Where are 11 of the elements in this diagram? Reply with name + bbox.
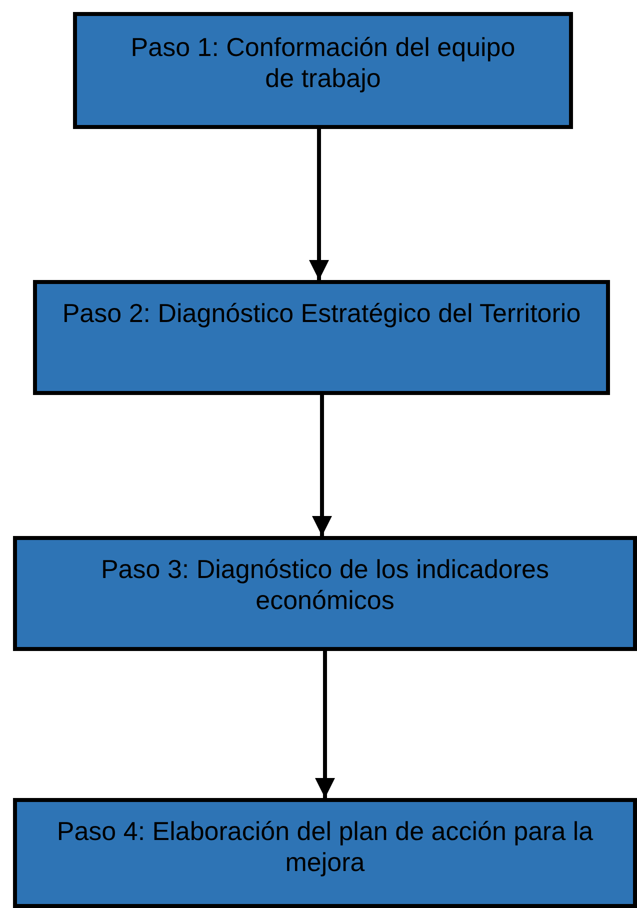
step-label: Paso 4: Elaboración del plan de acción para la mejora <box>56 816 594 878</box>
process-box <box>73 12 573 129</box>
process-box <box>13 536 637 651</box>
arrow <box>309 129 329 280</box>
process-box <box>13 798 637 908</box>
step-label: Paso 3: Diagnóstico de los indicadores económicos <box>100 554 550 616</box>
process-box <box>33 280 610 395</box>
step-label: Paso 1: Conformación del equipo de trabajo <box>130 32 516 94</box>
step-label: Paso 2: Diagnóstico Estratégico del Territorio <box>62 298 581 329</box>
arrow <box>315 651 335 798</box>
arrow <box>312 395 332 536</box>
